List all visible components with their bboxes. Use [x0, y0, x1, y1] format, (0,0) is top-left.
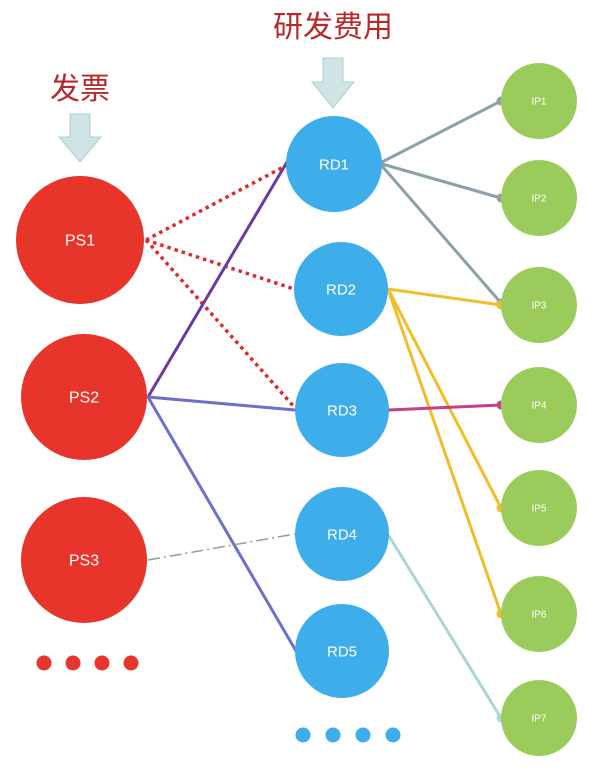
node-circle-ip5 [501, 470, 577, 546]
link-rd2-ip3 [386, 287, 503, 307]
node-label-ip4: IP4 [531, 401, 546, 412]
link-ps1-rd1 [145, 162, 290, 242]
rd-expense-arrow-icon [310, 57, 356, 109]
invoice-more-dot [94, 655, 110, 671]
node-ip3[interactable]: IP3 [501, 267, 577, 343]
node-label-ip6: IP6 [531, 610, 546, 621]
node-label-rd2: RD2 [326, 281, 356, 298]
invoice-more-dot [36, 655, 52, 671]
link-ps1-rd2 [145, 238, 295, 291]
node-ps1[interactable]: PS1 [16, 176, 144, 304]
node-label-ip1: IP1 [531, 97, 546, 108]
invoices-header: 发票 [50, 72, 110, 107]
node-circle-ip7 [501, 680, 577, 756]
rd-expense-header: 研发费用 [273, 10, 393, 45]
node-ip1[interactable]: IP1 [501, 63, 577, 139]
link-ps2-rd1 [146, 160, 289, 399]
node-circle-ps2 [21, 334, 147, 460]
node-ip2[interactable]: IP2 [501, 160, 577, 236]
node-ps2[interactable]: PS2 [21, 334, 147, 460]
link-rd2-ip6 [386, 287, 503, 616]
node-label-ps3: PS3 [69, 553, 99, 570]
node-label-ip7: IP7 [531, 714, 546, 725]
node-label-ip3: IP3 [531, 301, 546, 312]
invoice-more-dot [65, 655, 81, 671]
node-ip6[interactable]: IP6 [501, 576, 577, 652]
node-label-rd3: RD3 [327, 402, 357, 419]
node-rd3[interactable]: RD3 [295, 363, 389, 457]
link-ps1-rd3 [144, 238, 298, 411]
node-circle-ps3 [21, 497, 147, 623]
node-circle-ps1 [16, 176, 144, 304]
node-ip4[interactable]: IP4 [501, 367, 577, 443]
node-circle-rd2 [294, 242, 388, 336]
link-ps2-rd3 [146, 395, 297, 412]
node-circle-rd4 [295, 487, 389, 581]
link-rd3-ip4 [387, 403, 503, 412]
node-rd4[interactable]: RD4 [295, 487, 389, 581]
rd-more-dot [325, 727, 341, 743]
node-circle-rd5 [295, 604, 389, 698]
node-label-ip2: IP2 [531, 194, 546, 205]
node-label-ps1: PS1 [65, 233, 95, 250]
link-ps3-rd4 [147, 533, 296, 561]
node-ip5[interactable]: IP5 [501, 470, 577, 546]
node-label-rd1: RD1 [319, 156, 349, 173]
link-rd1-ip3 [380, 164, 503, 305]
node-circle-ip3 [501, 267, 577, 343]
node-circle-ip4 [501, 367, 577, 443]
node-ip7[interactable]: IP7 [501, 680, 577, 756]
node-circle-rd3 [295, 363, 389, 457]
node-label-ip5: IP5 [531, 504, 546, 515]
node-circle-ip1 [501, 63, 577, 139]
invoice-more-dot [123, 655, 139, 671]
node-rd1[interactable]: RD1 [286, 116, 382, 212]
node-label-ps2: PS2 [69, 390, 99, 407]
node-label-rd4: RD4 [327, 526, 357, 543]
node-circle-ip6 [501, 576, 577, 652]
link-ps2-rd5 [146, 395, 298, 653]
link-rd1-ip1 [380, 99, 503, 164]
link-rd4-ip7 [387, 534, 503, 720]
rd-more-dot [385, 727, 401, 743]
node-rd2[interactable]: RD2 [294, 242, 388, 336]
link-rd1-ip2 [380, 162, 503, 200]
rd-more-dot [355, 727, 371, 743]
node-circle-rd1 [286, 116, 382, 212]
invoices-arrow-icon [57, 113, 103, 163]
continuation-dots [36, 655, 401, 743]
link-rd2-ip5 [386, 287, 503, 510]
node-label-rd5: RD5 [327, 643, 357, 660]
rd-more-dot [295, 727, 311, 743]
node-circle-ip2 [501, 160, 577, 236]
node-ps3[interactable]: PS3 [21, 497, 147, 623]
node-rd5[interactable]: RD5 [295, 604, 389, 698]
